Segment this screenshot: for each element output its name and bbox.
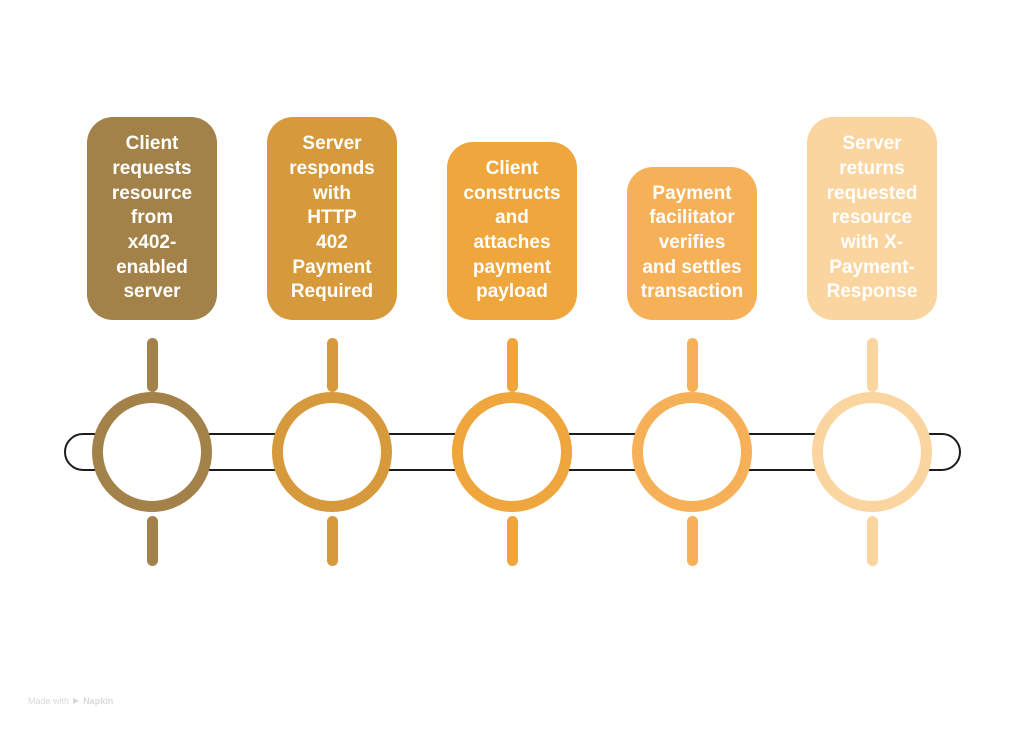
step-circle bbox=[92, 392, 212, 512]
watermark: Made with ▶ Napkin bbox=[28, 696, 113, 706]
step-connector-top bbox=[146, 338, 158, 392]
step-connector-bottom bbox=[326, 516, 338, 566]
watermark-text: Made with bbox=[28, 696, 70, 706]
step-circle bbox=[272, 392, 392, 512]
step-circle bbox=[632, 392, 752, 512]
step-connector-top bbox=[866, 338, 878, 392]
timeline-step: Server returns requested resource with X… bbox=[782, 115, 962, 566]
step-box: Server returns requested resource with X… bbox=[807, 117, 937, 320]
watermark-brand: Napkin bbox=[83, 696, 114, 706]
timeline-step: Client requests resource from x402- enab… bbox=[62, 115, 242, 566]
step-connector-top bbox=[506, 338, 518, 392]
step-box: Client constructs and attaches payment p… bbox=[447, 141, 577, 320]
step-connector-bottom bbox=[146, 516, 158, 566]
napkin-logo-icon: ▶ bbox=[73, 696, 80, 705]
step-box: Server responds with HTTP 402 Payment Re… bbox=[267, 117, 397, 320]
step-connector-bottom bbox=[686, 516, 698, 566]
step-box: Client requests resource from x402- enab… bbox=[87, 117, 217, 320]
timeline-step: Server responds with HTTP 402 Payment Re… bbox=[242, 115, 422, 566]
step-circle bbox=[452, 392, 572, 512]
step-circle bbox=[812, 392, 932, 512]
step-box: Payment facilitator verifies and settles… bbox=[627, 166, 757, 320]
step-connector-bottom bbox=[866, 516, 878, 566]
step-connector-top bbox=[326, 338, 338, 392]
step-connector-top bbox=[686, 338, 698, 392]
step-connector-bottom bbox=[506, 516, 518, 566]
timeline-step: Client constructs and attaches payment p… bbox=[422, 115, 602, 566]
timeline-step: Payment facilitator verifies and settles… bbox=[602, 115, 782, 566]
timeline-steps: Client requests resource from x402- enab… bbox=[62, 115, 962, 566]
